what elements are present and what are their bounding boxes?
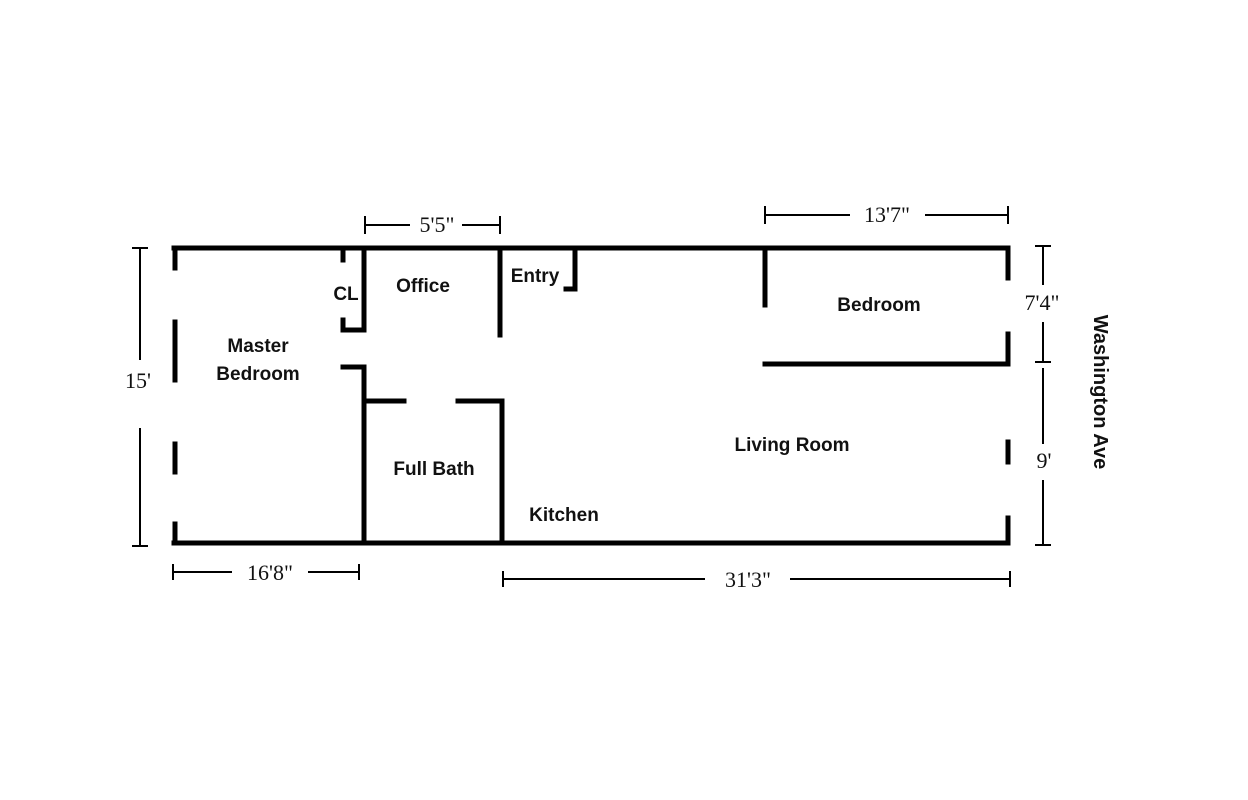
dim-label-office-width: 5'5": [420, 212, 455, 237]
room-label-closet: CL: [333, 284, 359, 305]
dimension-lines: [132, 206, 1051, 587]
room-label-full-bath: Full Bath: [393, 459, 474, 480]
street-label: Washington Ave: [1089, 315, 1111, 469]
room-label-living-room: Living Room: [734, 435, 849, 456]
room-label-master-bedroom: Bedroom: [216, 364, 299, 385]
dim-label-bedroom-depth: 7'4": [1025, 290, 1060, 315]
room-label-master-bedroom: Master: [227, 336, 289, 357]
room-label-office: Office: [396, 276, 450, 297]
dim-label-master-width: 16'8": [247, 560, 293, 585]
room-label-bedroom: Bedroom: [837, 295, 920, 316]
dim-label-bedroom-width: 13'7": [864, 202, 910, 227]
room-label-entry: Entry: [511, 266, 560, 287]
walls: [171, 245, 1011, 546]
dim-label-living-depth: 9': [1037, 448, 1052, 473]
dim-label-overall-height: 15': [125, 368, 151, 393]
room-label-kitchen: Kitchen: [529, 505, 599, 526]
room-labels: Master Bedroom CL Office Entry Bedroom F…: [216, 266, 920, 526]
dimension-labels: 5'5" 13'7" 15' 7'4" 9' 16'8" 31'3": [125, 202, 1059, 592]
dim-label-living-width: 31'3": [725, 567, 771, 592]
